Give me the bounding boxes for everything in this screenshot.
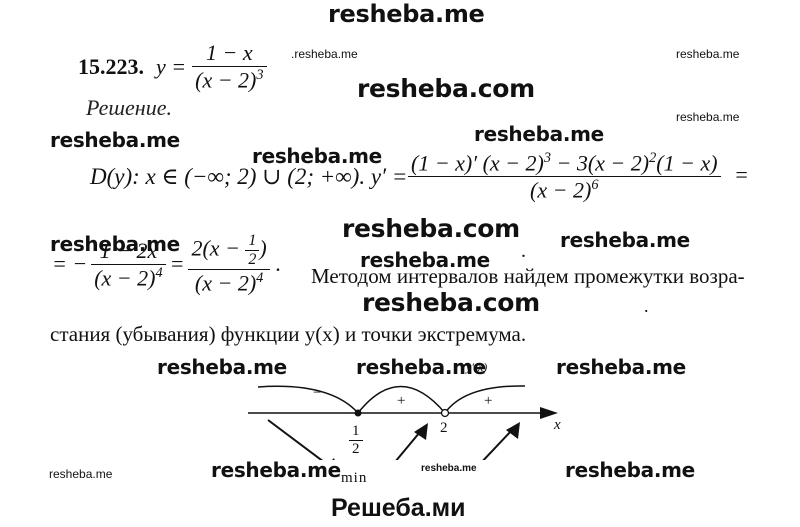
half-den: 2 (245, 250, 260, 269)
f2-denominator: (x − 2)4 (188, 269, 270, 296)
den-exp: 3 (256, 67, 264, 83)
watermark-bottom-small-mid: resheba.me (421, 463, 477, 474)
problem-fraction: 1 − x (x − 2)3 (192, 40, 267, 93)
num-exp-a: 3 (543, 150, 551, 166)
f1-denominator: (x − 2)4 (91, 263, 166, 291)
domain-line: D(y): x ∈ (−∞; 2) ∪ (2; +∞). y′ = (90, 164, 408, 189)
method-text: Методом интервалов найдем промежутки воз… (311, 264, 745, 288)
axis-arrow-icon (540, 407, 558, 419)
watermark-com-2: resheba.com (342, 214, 520, 243)
sign-2: + (397, 393, 406, 409)
problem-number: 15.223. (78, 53, 144, 79)
half-num: 1 (248, 232, 257, 249)
watermark-bottom-small-left: resheba.me (49, 467, 113, 481)
watermark-com-1: resheba.com (357, 74, 535, 103)
watermark-me-mid-3: resheba.me (360, 248, 490, 272)
watermark-me-right-1: resheba.me (560, 228, 690, 252)
f1-den-base: (x − 2) (94, 264, 156, 290)
watermark-row-1: resheba.me (157, 355, 287, 379)
watermark-row-2: resheba.me (356, 355, 486, 379)
watermark-row-3: resheba.me (556, 355, 686, 379)
solution-label: Решение. (86, 95, 172, 120)
watermark-bottom-big-left: resheba.me (211, 458, 341, 482)
equals-sign: = (734, 161, 749, 187)
footer-watermark: Решеба.ми (331, 494, 466, 522)
f1-numerator: 1 − 2x (99, 237, 158, 263)
num-part-b: − 3(x − 2) (551, 150, 650, 176)
min-label: min (341, 470, 368, 486)
watermark-me-left-2: resheba.me (50, 232, 180, 256)
watermark-top: resheba.me (328, 0, 485, 28)
f2-den-exp: 4 (256, 270, 264, 286)
problem-y-eq: y = (156, 53, 187, 79)
dot: . (275, 251, 282, 277)
watermark-me-mid-2: resheba.me (252, 144, 382, 168)
derivative-numerator: (1 − x)′ (x − 2)3 − 3(x − 2)2(1 − x) (408, 150, 721, 176)
sign-3: + (484, 393, 493, 409)
yprime-label: y′(x) (466, 360, 488, 374)
f2-num-pre: 2(x − (191, 235, 246, 261)
watermark-me-mid-1: resheba.me (474, 122, 604, 146)
watermark-com-3: resheba.com (362, 288, 540, 317)
interval-diagram (248, 385, 558, 460)
f1-den-exp: 4 (155, 264, 163, 281)
f2-num-post: ) (259, 235, 267, 261)
problem-statement: 15.223. y = 1 − x (x − 2)3 (78, 40, 267, 93)
x-axis-label: x (554, 417, 561, 433)
problem-denominator: (x − 2)3 (192, 66, 267, 93)
sign-1: − (313, 385, 322, 401)
dot-mark: . (521, 240, 526, 262)
num-part-a: (1 − x)′ (x − 2) (411, 150, 544, 176)
dot-mark-2: . (644, 296, 649, 316)
watermark-me-left-1: resheba.me (50, 128, 180, 152)
lead-minus: = − (52, 251, 88, 277)
fraction-1: 1 − 2x (x − 2)4 (91, 237, 166, 291)
num-part-c: (1 − x) (656, 150, 718, 176)
den-exp: 6 (591, 177, 599, 194)
watermark-small-right-1: resheba.me (676, 47, 740, 61)
num-exp-b: 2 (649, 150, 657, 166)
point-two-label: 2 (440, 420, 448, 436)
derivative-frac: (1 − x)′ (x − 2)3 − 3(x − 2)2(1 − x) (x … (408, 150, 721, 204)
den-base: (x − 2) (530, 177, 592, 203)
f2-den-base: (x − 2) (194, 270, 257, 296)
continuation-text: стания (убывания) функции y(x) и точки э… (50, 322, 527, 346)
watermark-bottom-big-right: resheba.me (565, 458, 695, 482)
point-two (440, 408, 450, 418)
point-half (354, 409, 362, 417)
derivative-denominator: (x − 2)6 (408, 176, 721, 203)
half-label-num: 1 (352, 423, 360, 439)
half-label-den: 2 (349, 440, 363, 458)
watermark-small-1: .resheba.me (291, 47, 358, 61)
problem-numerator: 1 − x (206, 40, 253, 65)
den-base: (x − 2) (195, 67, 257, 93)
derivative-fraction: (1 − x)′ (x − 2)3 − 3(x − 2)2(1 − x) (x … (408, 150, 749, 204)
equals-sign-2: = (169, 251, 185, 277)
watermark-small-right-2: resheba.me (676, 110, 740, 124)
